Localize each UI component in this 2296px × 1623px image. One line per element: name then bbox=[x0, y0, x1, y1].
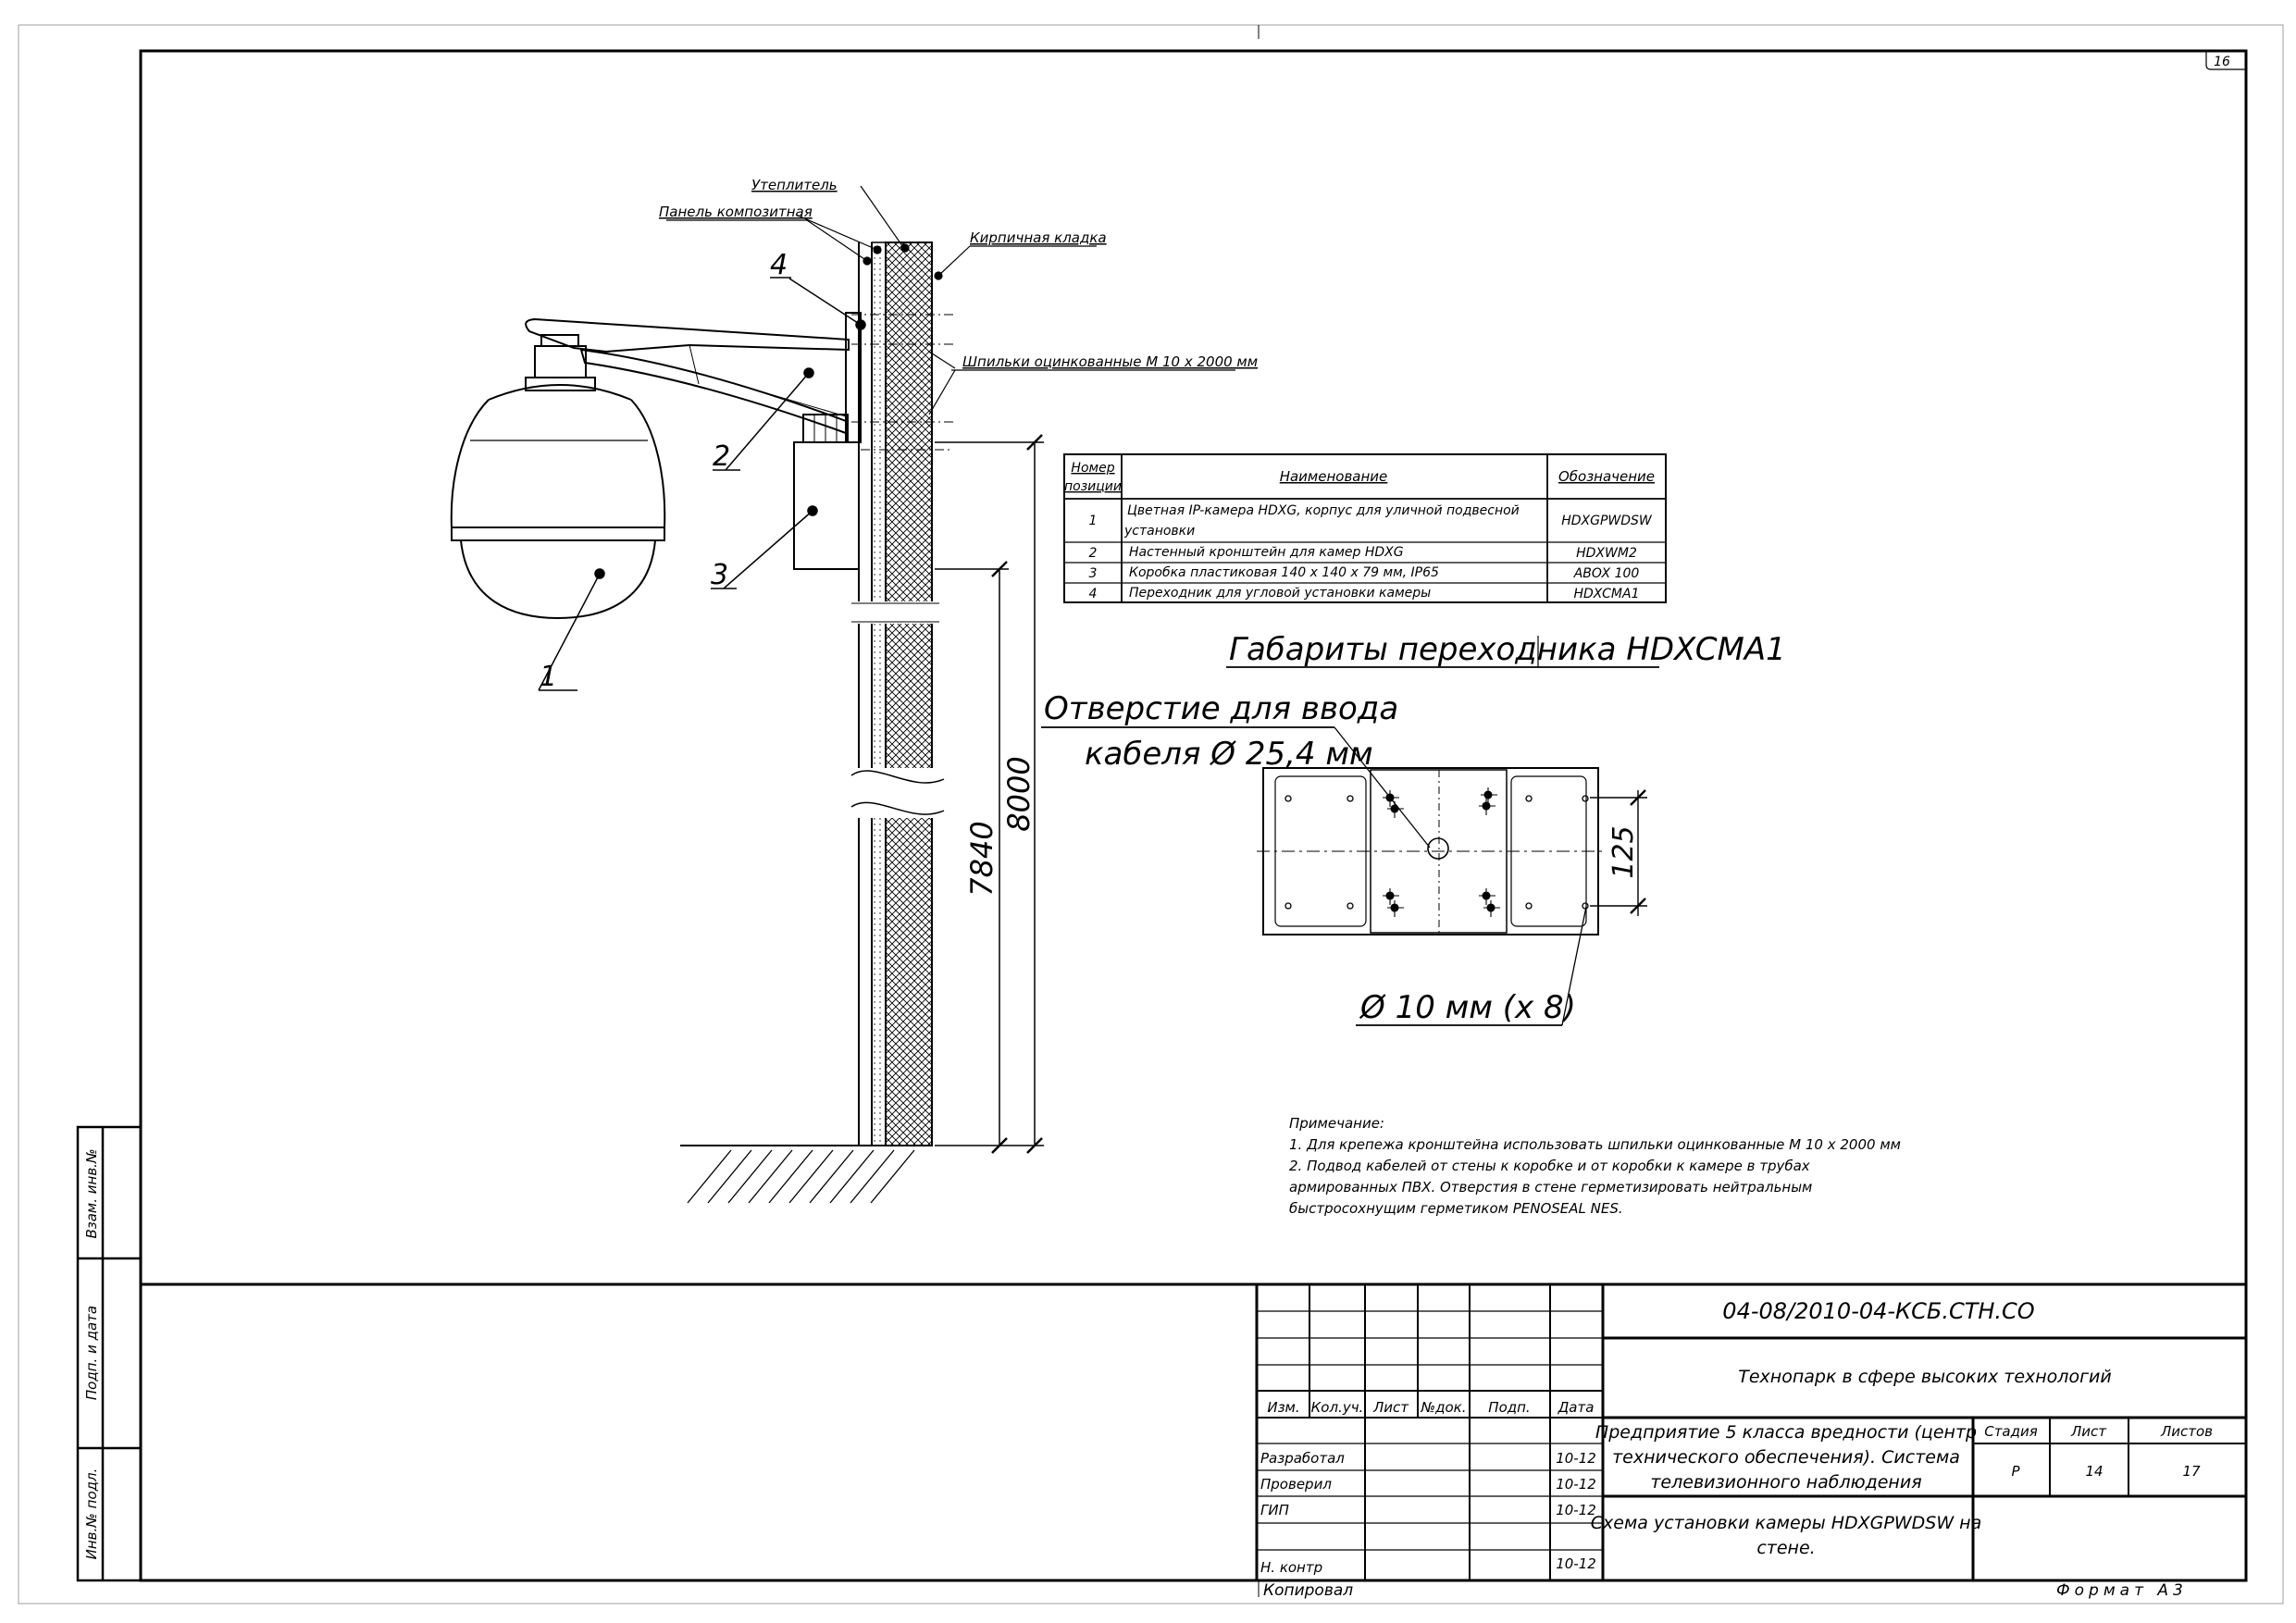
tb-role-gip: ГИП bbox=[1260, 1502, 1289, 1518]
spec-row-3-pos: 3 bbox=[1089, 566, 1098, 581]
side-stamp-sign: Подп. и дата bbox=[83, 1306, 100, 1400]
cable-hole-line2: кабеля Ø 25,4 мм bbox=[1085, 736, 1373, 773]
adapter-title: Габариты переходника HDXCMA1 bbox=[1229, 631, 1786, 668]
label-composite-panel: Панель композитная bbox=[659, 204, 813, 220]
spec-row-3-code: ABOX 100 bbox=[1573, 566, 1640, 581]
spec-row-4-code: HDXCMA1 bbox=[1574, 587, 1640, 601]
tb-header-date: Дата bbox=[1558, 1399, 1595, 1416]
spec-header-name: Наименование bbox=[1280, 468, 1388, 485]
position-3: 3 bbox=[711, 559, 728, 591]
sheet-number: 16 bbox=[2214, 55, 2230, 69]
dim-box-height: 7840 bbox=[964, 821, 999, 896]
junction-box bbox=[793, 414, 860, 570]
tb-sheet-label: Лист bbox=[2070, 1423, 2107, 1440]
height-dimensions bbox=[935, 434, 1044, 1154]
tb-header-izm: Изм. bbox=[1267, 1399, 1299, 1416]
position-2: 2 bbox=[713, 440, 730, 473]
tb-sheets-label: Листов bbox=[2160, 1423, 2213, 1440]
label-brick: Кирпичная кладка bbox=[970, 229, 1107, 246]
tb-sheets: 17 bbox=[2182, 1463, 2201, 1480]
notes-line-4: быстросохнущим герметиком PENOSEAL NES. bbox=[1289, 1200, 1623, 1217]
tb-header-list: Лист bbox=[1372, 1399, 1409, 1416]
label-insulation: Утеплитель bbox=[751, 177, 838, 193]
side-stamp bbox=[76, 1125, 143, 1582]
tb-date-checked: 10-12 bbox=[1556, 1476, 1596, 1493]
notes-line-2: 2. Подвод кабелей от стены к коробке и о… bbox=[1289, 1158, 1810, 1174]
tb-date-gip: 10-12 bbox=[1556, 1502, 1596, 1518]
position-1: 1 bbox=[540, 661, 557, 693]
cable-hole-line1: Отверстие для ввода bbox=[1044, 690, 1398, 727]
tb-sheet-name-line-1: Схема установки камеры HDXGPWDSW на bbox=[1591, 1513, 1981, 1533]
mount-holes-leader bbox=[1561, 906, 1587, 1026]
tb-date-norm: 10-12 bbox=[1556, 1555, 1596, 1572]
tb-object-line-1: Предприятие 5 класса вредности (центр bbox=[1595, 1422, 1977, 1443]
notes-line-3: армированных ПВХ. Отверстия в стене герм… bbox=[1289, 1179, 1812, 1196]
dim-total-height: 8000 bbox=[1001, 756, 1036, 831]
spec-row-2-name: Настенный кронштейн для камер HDXG bbox=[1129, 545, 1404, 560]
spec-row-2-pos: 2 bbox=[1089, 546, 1098, 561]
tb-role-developed: Разработал bbox=[1260, 1450, 1345, 1467]
tb-object-line-3: телевизионного наблюдения bbox=[1650, 1472, 1921, 1493]
wall-section bbox=[680, 242, 953, 1204]
side-stamp-replace: Взам. инв.№ bbox=[83, 1148, 100, 1238]
mount-holes-label: Ø 10 мм (х 8) bbox=[1359, 989, 1576, 1026]
tb-project: Технопарк в сфере высоких технологий bbox=[1738, 1367, 2112, 1387]
copied-label: Копировал bbox=[1263, 1581, 1353, 1600]
tb-object-line-2: технического обеспечения). Система bbox=[1612, 1447, 1960, 1468]
position-4: 4 bbox=[770, 249, 788, 281]
sheet-frame bbox=[18, 24, 2284, 1604]
spec-row-2-code: HDXWM2 bbox=[1576, 546, 1637, 561]
tb-stage-label: Стадия bbox=[1984, 1423, 2038, 1440]
spec-row-3-name: Коробка пластиковая 140 х 140 х 79 мм, I… bbox=[1129, 565, 1439, 580]
spec-row-4-pos: 4 bbox=[1089, 587, 1098, 601]
format-label: Формат А3 bbox=[2056, 1581, 2188, 1600]
spec-header-pos-line1: Номер bbox=[1071, 461, 1114, 476]
title-block-frame bbox=[141, 1282, 2246, 1597]
tb-sheet-name-line-2: стене. bbox=[1756, 1538, 1815, 1558]
spec-row-4-name: Переходник для угловой установки камеры bbox=[1129, 586, 1431, 601]
spec-header-code: Обозначение bbox=[1558, 468, 1655, 485]
tb-role-checked: Проверил bbox=[1260, 1476, 1332, 1493]
cable-hole-leader bbox=[1334, 726, 1431, 849]
adapter-width-dimension bbox=[1590, 789, 1647, 916]
tb-header-doc: №док. bbox=[1421, 1399, 1467, 1416]
wall-leaders bbox=[666, 185, 1235, 415]
tb-header-kol: Кол.уч. bbox=[1311, 1399, 1364, 1416]
position-leaders bbox=[538, 277, 866, 691]
adapter-plate bbox=[1257, 767, 1606, 935]
spec-row-1-name-line1: Цветная IP-камера HDXG, корпус для уличн… bbox=[1127, 503, 1520, 518]
spec-header-pos-line2: позиции bbox=[1064, 479, 1122, 494]
spec-row-1-name-line2: установки bbox=[1123, 524, 1195, 539]
dim-adapter-width: 125 bbox=[1607, 825, 1640, 878]
notes-line-1: 1. Для крепежа кронштейна использовать ш… bbox=[1289, 1136, 1901, 1153]
tb-doc-code: 04-08/2010-04-КСБ.СТН.СО bbox=[1722, 1298, 2034, 1324]
tb-date-developed: 10-12 bbox=[1556, 1450, 1596, 1467]
spec-table bbox=[1063, 453, 1667, 603]
adapter-mount-holes bbox=[1383, 787, 1500, 917]
spec-row-1-pos: 1 bbox=[1089, 514, 1098, 528]
label-studs: Шпильки оцинкованные М 10 х 2000 мм bbox=[962, 353, 1258, 370]
spec-row-1-code: HDXGPWDSW bbox=[1561, 514, 1653, 528]
camera-dome bbox=[450, 334, 666, 620]
side-stamp-inv: Инв.№ подл. bbox=[83, 1468, 100, 1560]
tb-sheet: 14 bbox=[2085, 1463, 2103, 1480]
tb-role-norm: Н. контр bbox=[1260, 1559, 1322, 1576]
tb-stage: Р bbox=[2011, 1463, 2020, 1480]
notes-title: Примечание: bbox=[1289, 1115, 1384, 1132]
tb-header-sign: Подп. bbox=[1488, 1399, 1530, 1416]
